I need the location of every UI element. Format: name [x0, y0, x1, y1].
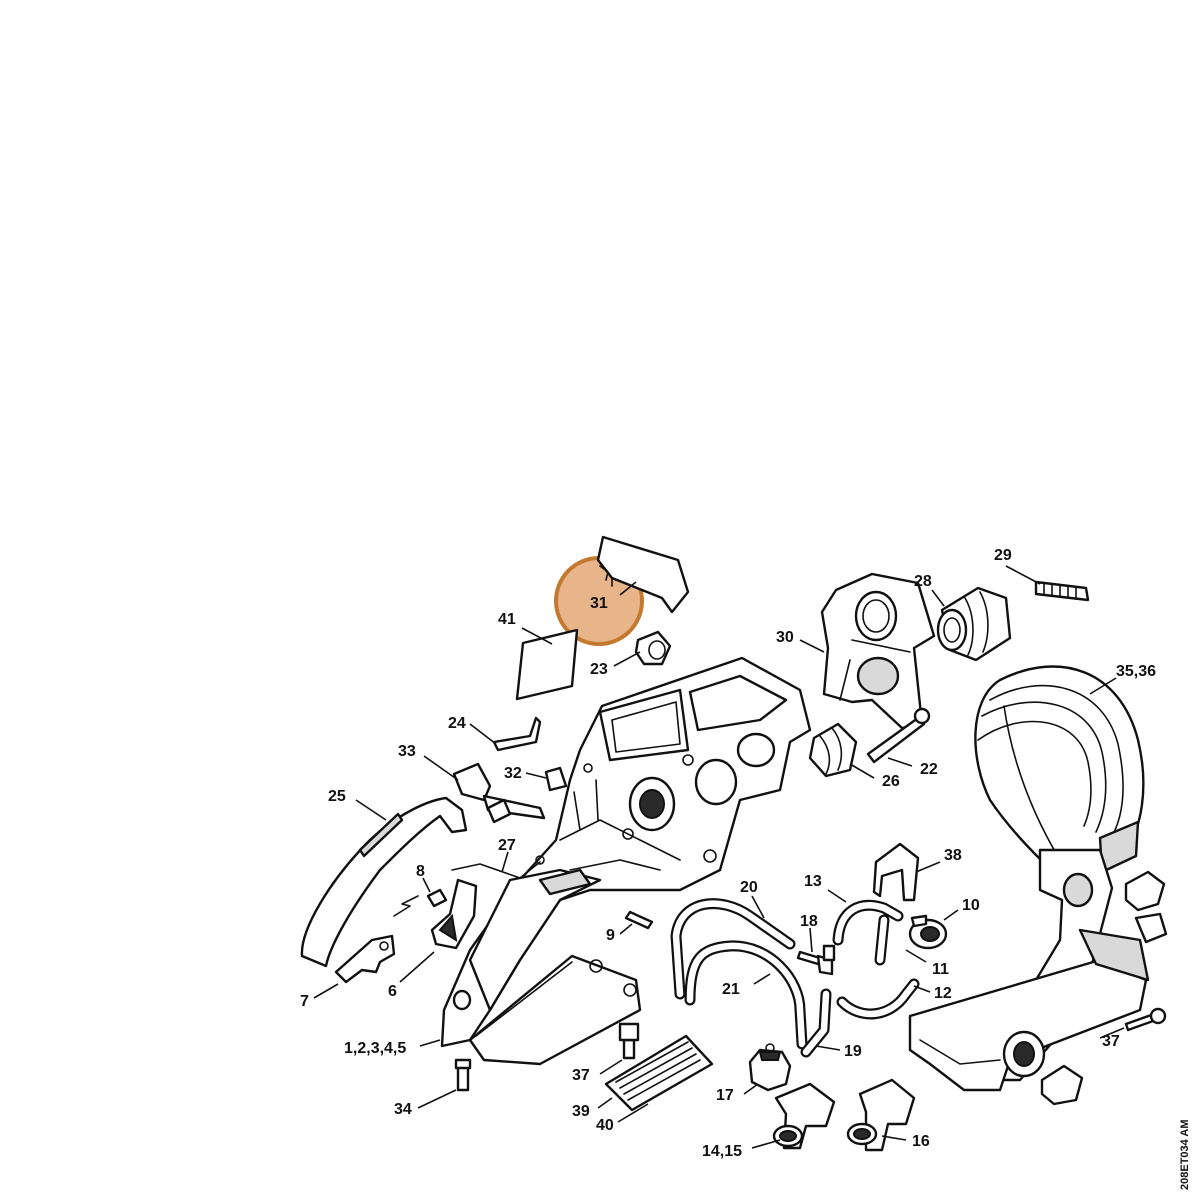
part-9-pin[interactable] [624, 910, 654, 930]
label-8[interactable]: 8 [416, 863, 425, 880]
part-37-screw-right[interactable] [1124, 1007, 1167, 1032]
label-37-right[interactable]: 37 [1102, 1033, 1120, 1050]
part-18-fitting[interactable] [796, 944, 836, 976]
part-14-15-mount[interactable] [772, 1082, 836, 1150]
label-20[interactable]: 20 [740, 879, 758, 896]
part-41-gasket[interactable] [515, 628, 579, 701]
label-33[interactable]: 33 [398, 743, 416, 760]
part-23-plug[interactable] [634, 630, 672, 666]
label-40[interactable]: 40 [596, 1117, 614, 1134]
label-10[interactable]: 10 [962, 897, 980, 914]
label-19[interactable]: 19 [844, 1043, 862, 1060]
label-39[interactable]: 39 [572, 1103, 590, 1120]
label-32[interactable]: 32 [504, 765, 522, 782]
label-31[interactable]: 31 [590, 595, 608, 612]
label-26[interactable]: 26 [882, 773, 900, 790]
label-41[interactable]: 41 [498, 611, 516, 628]
label-28[interactable]: 28 [914, 573, 932, 590]
label-14-15[interactable]: 14,15 [702, 1143, 742, 1160]
drawing-code: 208ET034 AM [1179, 1119, 1191, 1190]
label-11[interactable]: 11 [932, 961, 949, 978]
label-1-5[interactable]: 1,2,3,4,5 [344, 1040, 406, 1057]
label-22[interactable]: 22 [920, 761, 938, 778]
label-34[interactable]: 34 [394, 1101, 412, 1118]
part-19-hose[interactable] [800, 988, 832, 1058]
label-38[interactable]: 38 [944, 847, 962, 864]
handlebar-foot[interactable] [908, 928, 1150, 1092]
part-16-mount[interactable] [846, 1078, 916, 1152]
part-34-screw[interactable] [454, 1058, 472, 1092]
part-10-valve[interactable] [908, 914, 948, 950]
label-9[interactable]: 9 [606, 927, 615, 944]
part-33-trigger-interlock[interactable] [452, 762, 546, 824]
label-29[interactable]: 29 [994, 547, 1012, 564]
label-37-left[interactable]: 37 [572, 1067, 590, 1084]
label-25[interactable]: 25 [328, 788, 346, 805]
part-25-shroud[interactable] [300, 796, 468, 968]
sprocket-base[interactable] [468, 954, 642, 1066]
part-39-40-plate[interactable] [604, 1034, 714, 1112]
part-11-hose[interactable] [874, 914, 890, 966]
leader-lines [313, 565, 1125, 1149]
part-6-trigger[interactable] [430, 878, 478, 950]
part-17-primer[interactable] [748, 1043, 792, 1092]
part-29-stud[interactable] [1034, 580, 1090, 602]
label-27[interactable]: 27 [498, 837, 516, 854]
part-30-baffle[interactable] [820, 572, 936, 730]
label-17[interactable]: 17 [716, 1087, 734, 1104]
label-18[interactable]: 18 [800, 913, 818, 930]
part-37-screw-left[interactable] [618, 1022, 640, 1060]
label-30[interactable]: 30 [776, 629, 794, 646]
part-27-spring[interactable] [451, 855, 545, 879]
part-24-lever[interactable] [492, 716, 542, 752]
part-31-cover[interactable] [596, 535, 690, 614]
label-7[interactable]: 7 [300, 993, 309, 1010]
part-26-buffer[interactable] [808, 722, 858, 778]
part-22-screw[interactable] [866, 707, 931, 764]
part-1-5-housing[interactable] [440, 656, 812, 1048]
part-38-bracket[interactable] [872, 842, 920, 902]
label-13[interactable]: 13 [804, 873, 822, 890]
label-24[interactable]: 24 [448, 715, 466, 732]
part-20-hose[interactable] [670, 898, 796, 1000]
part-32-clip[interactable] [544, 766, 568, 792]
part-13-hose[interactable] [832, 899, 904, 946]
label-6[interactable]: 6 [388, 983, 397, 1000]
part-8-spring[interactable] [393, 888, 448, 917]
part-28-boot[interactable] [936, 586, 1012, 662]
label-12[interactable]: 12 [934, 985, 952, 1002]
part-7-lever[interactable] [334, 934, 396, 984]
av-buffer-bottom[interactable] [1040, 1064, 1084, 1106]
av-buffer-top[interactable] [1124, 870, 1166, 912]
av-buffer-right[interactable] [1134, 912, 1168, 944]
label-16[interactable]: 16 [912, 1133, 930, 1150]
label-35-36[interactable]: 35,36 [1116, 663, 1156, 680]
label-21[interactable]: 21 [722, 981, 740, 998]
part-21-hose[interactable] [684, 940, 808, 1050]
part-labels: 31 41 23 24 33 32 25 27 8 6 7 9 1,2,3,4,… [300, 547, 1156, 1160]
part-12-hose[interactable] [836, 978, 920, 1020]
label-23[interactable]: 23 [590, 661, 608, 678]
